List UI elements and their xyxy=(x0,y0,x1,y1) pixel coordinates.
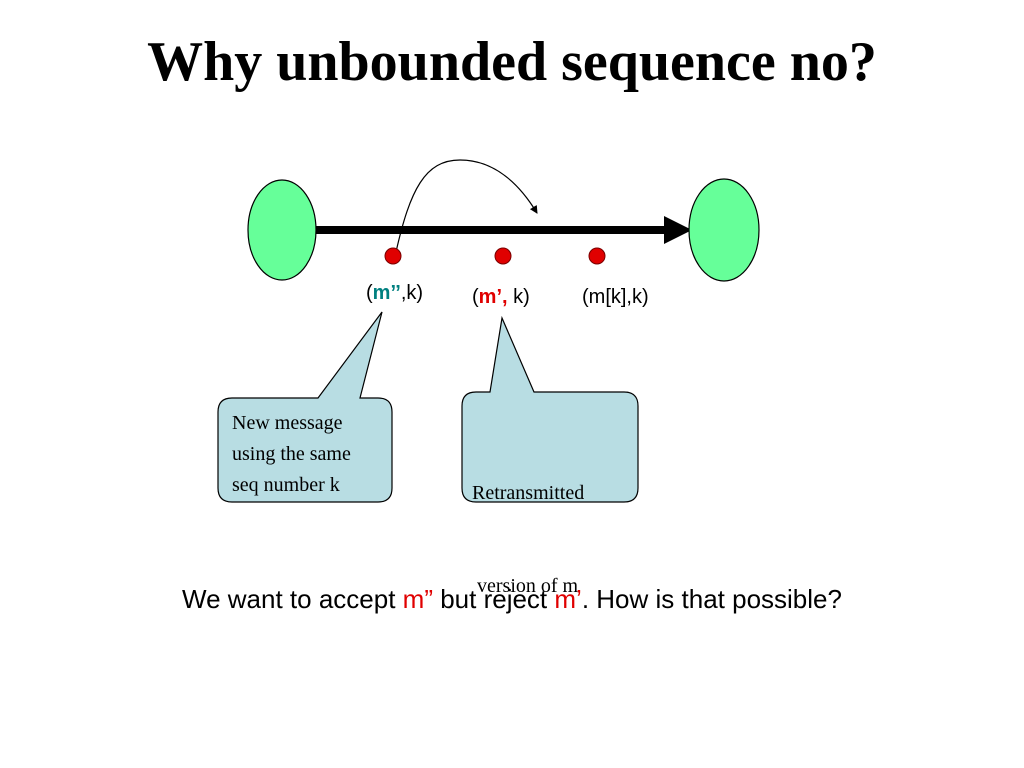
callout-left-shape xyxy=(217,311,393,503)
callout-right-line: version of m xyxy=(472,575,579,597)
receiver-node xyxy=(688,178,760,282)
callout-left-line: using the same xyxy=(232,443,351,465)
footer-question: We want to accept m” but reject m’. How … xyxy=(0,584,1024,615)
footer-text: but reject xyxy=(432,584,555,614)
footer-text: We want to accept xyxy=(182,584,403,614)
label-paren: ( xyxy=(366,282,373,304)
label-paren: ( xyxy=(472,286,479,308)
channel-arrow-head xyxy=(664,216,692,244)
callout-right-line: Retransmitted xyxy=(472,482,585,504)
packet-m-prime xyxy=(494,247,512,265)
callout-right-shape xyxy=(461,315,639,503)
overtake-curve-arrow xyxy=(395,159,538,253)
callout-right-text: Retransmitted version of m xyxy=(472,416,584,633)
callout-left-text: New message using the same seq number k xyxy=(232,408,351,501)
packet-label-m-prime: (m’, k) xyxy=(472,286,530,309)
packet-m-k xyxy=(588,247,606,265)
packet-label-m-k: (m[k],k) xyxy=(582,286,649,309)
label-seq: k) xyxy=(507,286,530,308)
sender-node xyxy=(247,179,317,281)
label-message-m-prime: m’, xyxy=(478,286,508,308)
slide-title: Why unbounded sequence no? xyxy=(147,31,877,93)
label-message-m-double-prime: m’’ xyxy=(372,282,401,304)
packet-label-m-double-prime: (m’’,k) xyxy=(366,282,423,305)
footer-m-double-prime: m” xyxy=(402,584,433,614)
footer-text: . How is that possible? xyxy=(581,584,842,614)
label-seq: ,k) xyxy=(400,282,424,304)
packet-m-double-prime xyxy=(384,247,402,265)
callout-left-line: New message xyxy=(232,412,343,434)
callout-left-line: seq number k xyxy=(232,474,340,496)
label-message-m-k: (m[k],k) xyxy=(582,286,649,308)
footer-m-prime: m’ xyxy=(554,584,582,614)
